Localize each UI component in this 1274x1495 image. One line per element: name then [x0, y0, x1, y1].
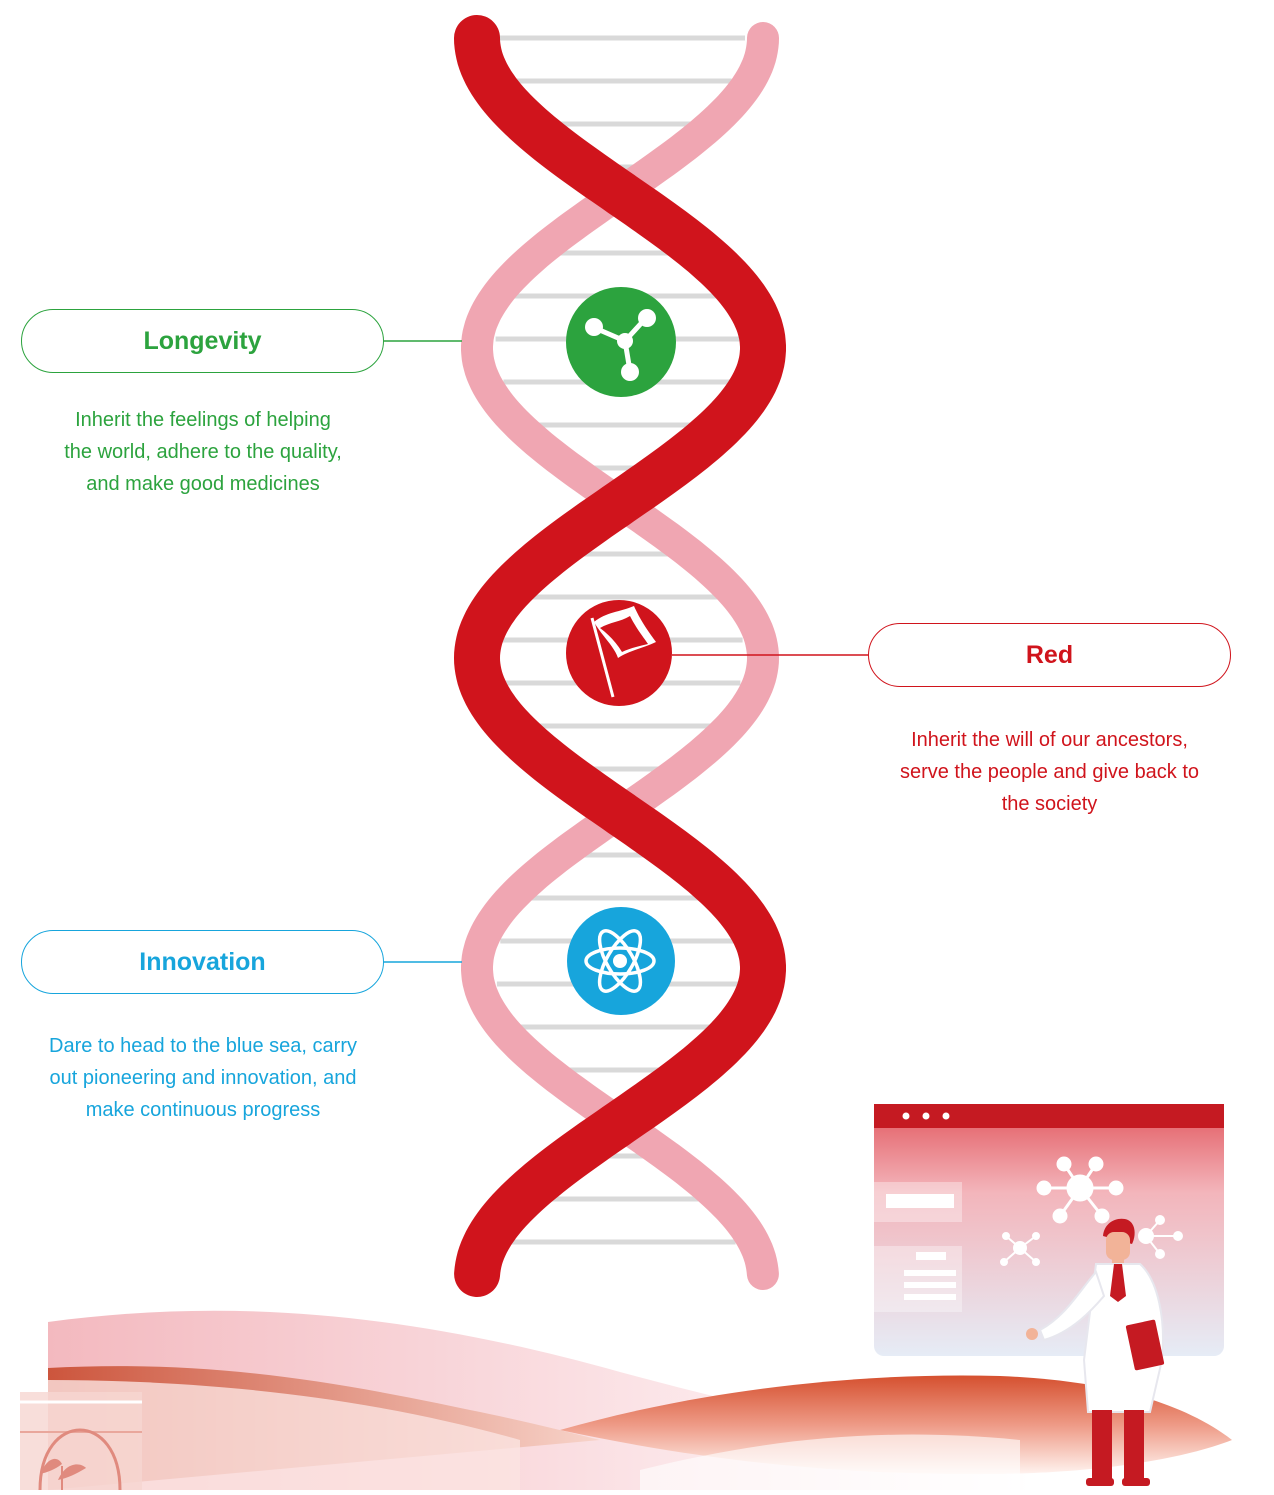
- scientist-figure: [1026, 1218, 1165, 1486]
- molecule-icon: [566, 287, 676, 397]
- innovation-description-line: make continuous progress: [85, 1099, 321, 1121]
- longevity-description-line: and make good medicines: [86, 473, 320, 495]
- innovation-pill: Innovation: [21, 930, 384, 994]
- red-description-line: serve the people and give back to: [899, 761, 1200, 783]
- dna-strand-secondary: [461, 22, 780, 1290]
- atom-icon: [567, 907, 675, 1015]
- dna-strand-primary: [453, 15, 786, 1297]
- red-pill: Red: [868, 623, 1231, 687]
- red-description-line: the society: [1001, 793, 1098, 815]
- longevity-description-line: the world, adhere to the quality,: [64, 441, 342, 463]
- red-description-line: Inherit the will of our ancestors,: [911, 729, 1188, 751]
- innovation-description-line: Dare to head to the blue sea, carry: [49, 1035, 357, 1057]
- browser-panel-illustration: [874, 1104, 1224, 1356]
- flag-icon: [566, 600, 672, 706]
- red-title: Red: [1025, 640, 1074, 669]
- innovation-description-line: out pioneering and innovation, and: [49, 1067, 357, 1089]
- greenhouse-decoration: [20, 1392, 142, 1491]
- innovation-description: Dare to head to the blue sea, carry out …: [0, 1030, 406, 1126]
- longevity-description-line: Inherit the feelings of helping: [75, 409, 331, 431]
- longevity-title: Longevity: [143, 326, 262, 355]
- bottom-wave-decoration: [48, 1310, 1232, 1490]
- longevity-description: Inherit the feelings of helping the worl…: [0, 404, 406, 500]
- longevity-pill: Longevity: [21, 309, 384, 373]
- red-description: Inherit the will of our ancestors, serve…: [868, 724, 1231, 820]
- innovation-title: Innovation: [139, 947, 266, 976]
